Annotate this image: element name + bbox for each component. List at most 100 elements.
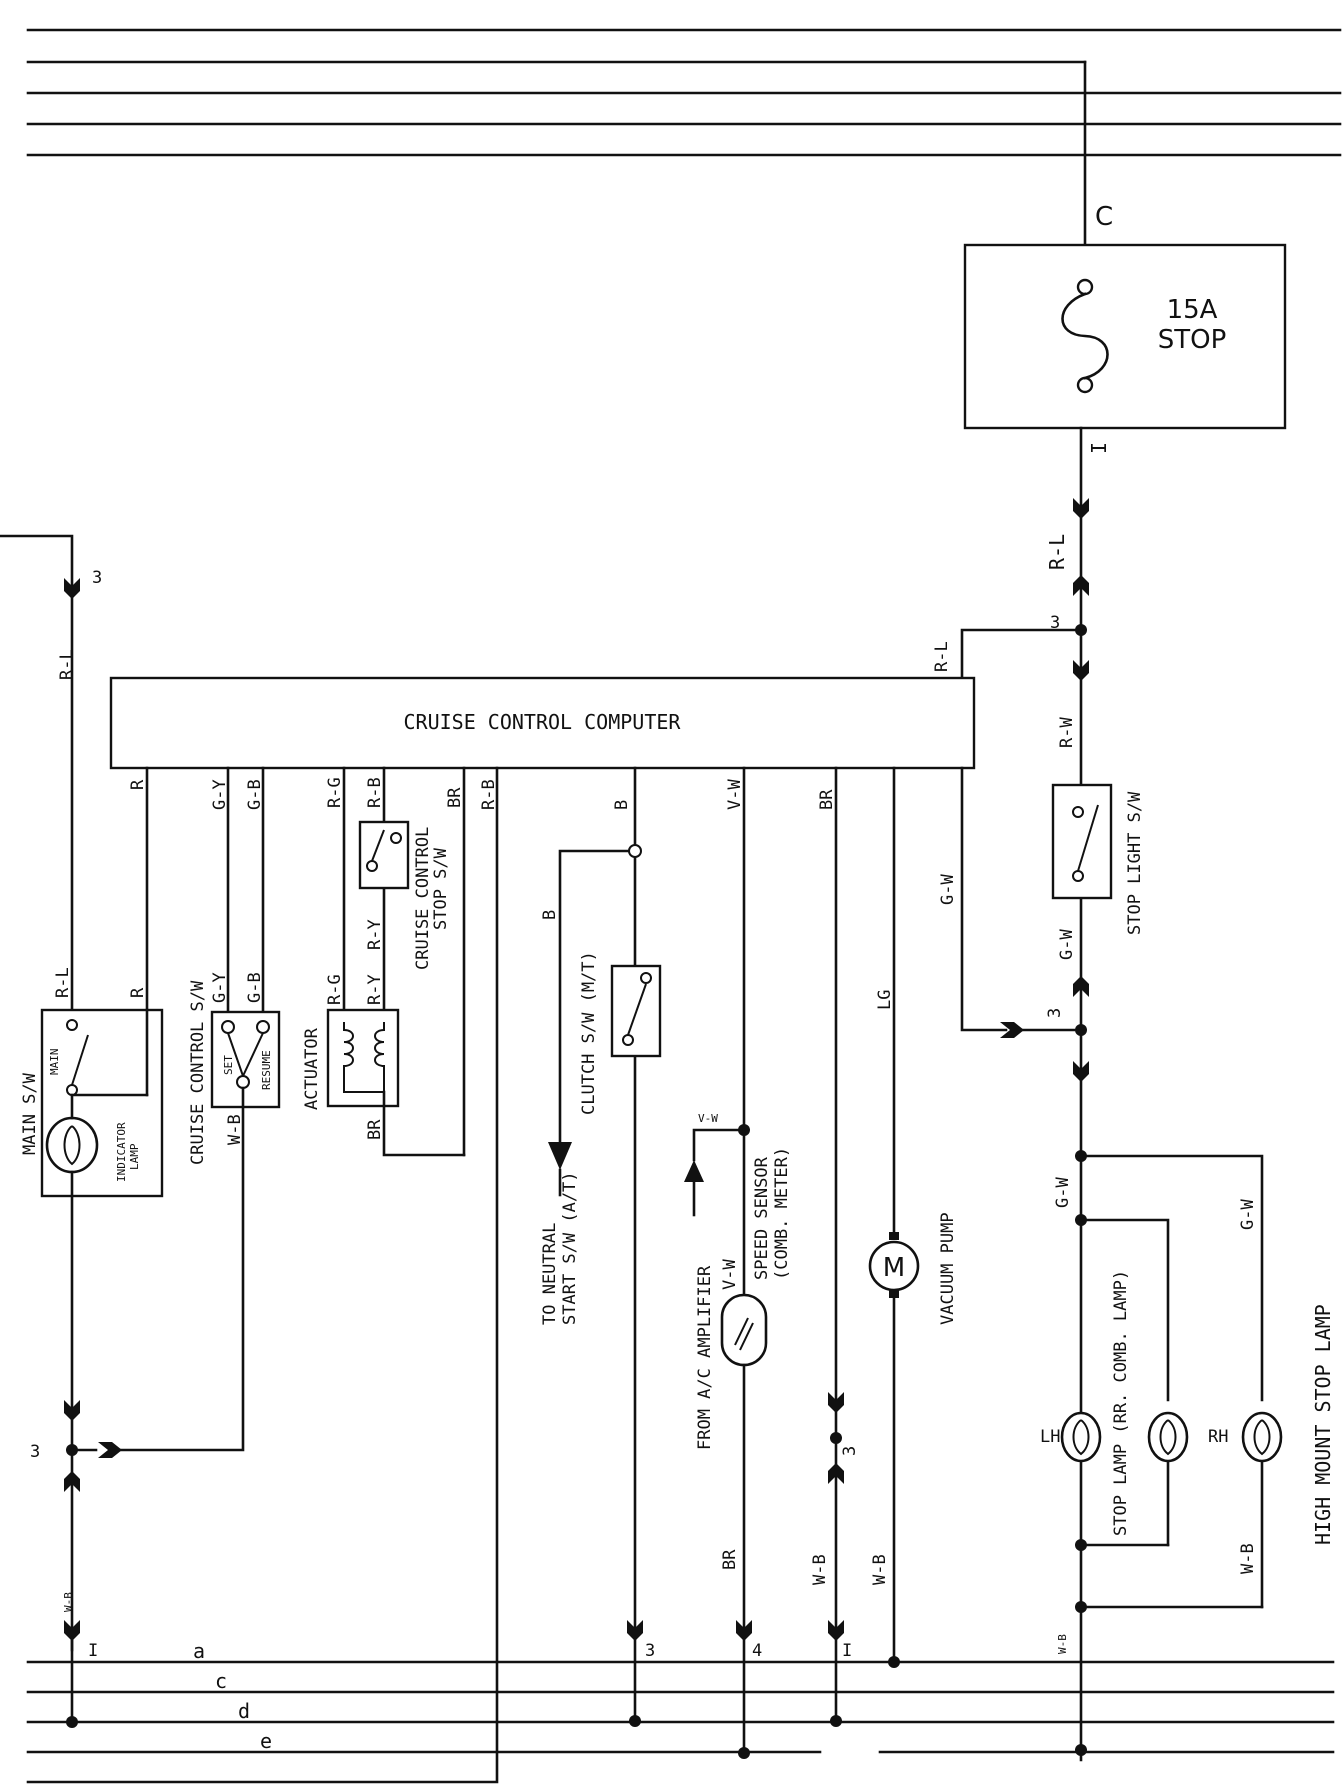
- conn-3-left: 3: [92, 568, 102, 588]
- bus-d: d: [238, 1699, 250, 1723]
- fuse-box: [963, 243, 1287, 430]
- bus-c: c: [215, 1669, 227, 1693]
- wire-rg2: R-G: [325, 974, 345, 1005]
- fuse-pin: I: [1087, 442, 1111, 454]
- resume-label: RESUME: [260, 1050, 273, 1090]
- br-ground-line: BR 3 W-B I: [810, 766, 860, 1727]
- actuator-coil-icon: [343, 1022, 385, 1093]
- wire-vw2: V-W: [698, 1112, 718, 1125]
- clutch-sw-label: CLUTCH S/W (M/T): [579, 951, 599, 1115]
- fuse-name: STOP: [1158, 325, 1227, 355]
- conn-3-br: 3: [840, 1446, 860, 1456]
- cc-stop-label-1: CRUISE CONTROL: [413, 827, 433, 970]
- wire-rl-top: R-L: [1045, 534, 1069, 570]
- wire-vw3: V-W: [720, 1259, 740, 1290]
- conn-4: 4: [752, 1641, 762, 1661]
- actuator: R-G R-B R-Y CRUISE CONTROL STOP S/W BR R…: [302, 766, 466, 1157]
- vacuum-pump-label: VACUUM PUMP: [938, 1212, 958, 1325]
- motor-label: M: [883, 1253, 905, 1283]
- wire-gb2: G-B: [245, 972, 265, 1003]
- computer-box: [109, 676, 976, 770]
- actuator-box: [326, 1008, 400, 1108]
- bus-e: e: [260, 1729, 272, 1753]
- neutral-arrow-icon: [548, 1142, 572, 1170]
- speed-label-2: (COMB. METER): [772, 1147, 792, 1280]
- wire-rw: R-W: [1057, 717, 1077, 748]
- high-mount-label: HIGH MOUNT STOP LAMP: [1311, 1304, 1335, 1545]
- wire-ry2: R-Y: [365, 974, 385, 1005]
- wire-b: B: [612, 800, 632, 810]
- wire-lg: LG: [875, 990, 895, 1010]
- ac-arrow-icon: [684, 1160, 704, 1182]
- rb-line: R-B: [26, 766, 499, 1784]
- conn-1-left: I: [88, 1641, 98, 1661]
- speed-sensor-icon: [720, 1293, 768, 1367]
- wire-rl-left: R-L: [57, 649, 77, 680]
- wire-br-comp: BR: [445, 787, 465, 808]
- wire-wb-a: W-B: [1238, 1543, 1258, 1574]
- conn-3-clutch: 3: [645, 1641, 655, 1661]
- stop-lamp-branches: G-W G-W W-B W-B STOP LAMP (RR. COMB. LAM…: [1040, 1154, 1335, 1654]
- wire-vw: V-W: [725, 779, 745, 810]
- wire-gb: G-B: [245, 779, 265, 810]
- fuse-connector-label: C: [1095, 202, 1113, 232]
- wire-ry: R-Y: [365, 919, 385, 950]
- stop-lamp-label: STOP LAMP (RR. COMB. LAMP): [1111, 1270, 1131, 1536]
- clutch-switch-circuit: B B CLUTCH S/W (M/T) TO NEUTRAL START S/…: [540, 766, 662, 1727]
- cc-stop-sw-box: [358, 820, 410, 890]
- wire-gy2: G-Y: [210, 972, 230, 1003]
- computer-title: CRUISE CONTROL COMPUTER: [404, 710, 682, 734]
- conn-3-top: 3: [1050, 613, 1060, 633]
- wire-wb-cc: W-B: [225, 1114, 245, 1145]
- ground-buses: a c d e: [26, 1639, 1335, 1754]
- conn-3-mid: 3: [1045, 1008, 1065, 1018]
- fuse-element-icon: [1061, 292, 1109, 380]
- stop-light-sw-box: [1051, 783, 1113, 900]
- cc-stop-label-2: STOP S/W: [431, 847, 451, 930]
- stop-light-switch: STOP LIGHT S/W: [1051, 783, 1145, 935]
- wire-gw-b: G-W: [938, 874, 958, 905]
- wire-gw-c: G-W: [1053, 1177, 1073, 1208]
- wire-rl-comp: R-L: [932, 641, 952, 672]
- wire-wb-d: W-B: [870, 1554, 890, 1585]
- neutral-label-2: START S/W (A/T): [560, 1171, 580, 1325]
- stop-light-sw-label: STOP LIGHT S/W: [1125, 791, 1145, 935]
- indicator-label: INDICATOR: [115, 1122, 128, 1182]
- wire-r-comp: R: [128, 779, 148, 790]
- top-bus-lines: [26, 28, 1342, 250]
- cruise-control-computer: CRUISE CONTROL COMPUTER: [109, 676, 976, 770]
- bus-a: a: [193, 1639, 205, 1663]
- wire-rg: R-G: [325, 777, 345, 808]
- conn-3-ground: 3: [30, 1442, 40, 1462]
- speed-label-1: SPEED SENSOR: [752, 1156, 772, 1280]
- cruise-control-switch: G-Y G-B G-Y G-B SET RESUME CRUISE CONTRO…: [70, 766, 281, 1458]
- wire-wb-b: W-B: [1056, 1634, 1069, 1654]
- main-switch-circuit: 3 R-L R R R-L MAIN INDICATOR LAMP MAIN S…: [0, 534, 164, 1728]
- wire-br-act: BR: [365, 1119, 385, 1140]
- wire-rb: R-B: [365, 777, 385, 808]
- rl-to-computer: R-L: [932, 628, 1083, 680]
- wire-b2: B: [540, 910, 560, 920]
- stop-lamp-lh-icon: [1060, 1411, 1102, 1463]
- set-label: SET: [222, 1055, 235, 1075]
- wire-br4: BR: [817, 789, 837, 810]
- main-sw-label: MAIN S/W: [20, 1072, 40, 1155]
- wire-rl-main: R-L: [53, 967, 73, 998]
- vacuum-motor-icon: M: [868, 1232, 920, 1298]
- wire-gy: G-Y: [210, 779, 230, 810]
- vacuum-pump-circuit: LG M VACUUM PUMP W-B: [868, 766, 958, 1668]
- speed-sensor-circuit: V-W V-W FROM A/C AMPLIFIER V-W SPEED SEN…: [684, 766, 792, 1759]
- neutral-label-1: TO NEUTRAL: [540, 1223, 560, 1325]
- main-contact-label: MAIN: [48, 1049, 61, 1076]
- wire-br3: BR: [720, 1549, 740, 1570]
- wire-wb-left: W-B: [62, 1592, 75, 1612]
- lamp-lh-label: LH: [1040, 1427, 1060, 1447]
- fuse-15a-stop: C 15A STOP I: [963, 202, 1287, 454]
- lamp-rh-label: RH: [1208, 1427, 1228, 1447]
- cc-sw-label: CRUISE CONTROL S/W: [188, 980, 208, 1165]
- wire-rb2: R-B: [479, 779, 499, 810]
- fuse-amp: 15A: [1167, 295, 1218, 325]
- stop-lamp-rr-icon: [1147, 1411, 1189, 1463]
- wire-r-main: R: [128, 987, 148, 998]
